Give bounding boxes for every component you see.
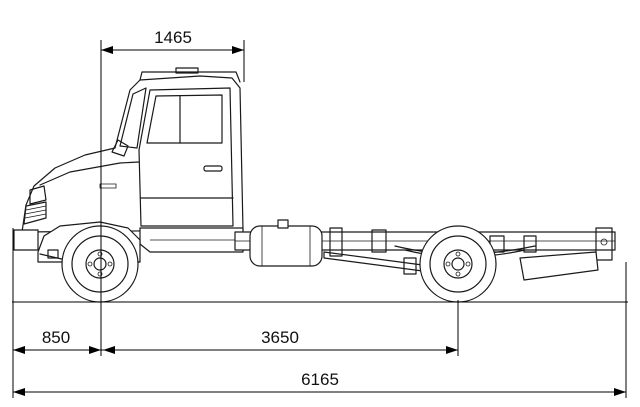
rear-wheel	[419, 225, 497, 303]
grille-slat	[24, 213, 47, 219]
hood-line	[39, 161, 140, 186]
cross-member	[595, 227, 613, 261]
dim-front-overhang-label: 850	[42, 328, 70, 347]
tow-hook	[47, 249, 59, 259]
dim-cab-length: 1465	[101, 28, 244, 54]
driveshaft	[323, 251, 431, 273]
fuel-tank	[249, 225, 323, 267]
u-joint	[403, 257, 417, 275]
grille-slat	[24, 209, 47, 215]
cross-member	[329, 227, 343, 257]
cross-member	[371, 229, 387, 253]
spring-hanger	[523, 235, 537, 253]
windshield	[119, 87, 147, 149]
grille-slat	[25, 205, 47, 211]
front-bumper	[13, 229, 39, 251]
hood-badge	[99, 183, 117, 189]
dim-front-overhang: 850	[13, 328, 101, 354]
dim-overall-length-label: 6165	[301, 370, 339, 389]
front-wheel	[61, 225, 139, 303]
truck-body	[13, 67, 616, 281]
cab-outline	[21, 75, 244, 233]
grille	[23, 201, 47, 225]
door-handle	[203, 165, 223, 172]
dim-cab-length-label: 1465	[154, 28, 192, 47]
roof-hatch	[139, 71, 241, 83]
fuel-cap	[277, 219, 289, 229]
bolt	[600, 238, 608, 246]
dim-wheelbase: 3650	[101, 328, 458, 354]
extension-lines	[12, 40, 627, 398]
side-mirror	[111, 139, 129, 157]
headlight	[29, 185, 47, 205]
mudflap	[519, 251, 599, 281]
dim-wheelbase-label: 3650	[261, 328, 299, 347]
door-window	[146, 94, 223, 144]
cab-door	[138, 87, 234, 227]
roof-vent	[175, 67, 199, 74]
dim-overall-length: 6165	[13, 370, 626, 396]
